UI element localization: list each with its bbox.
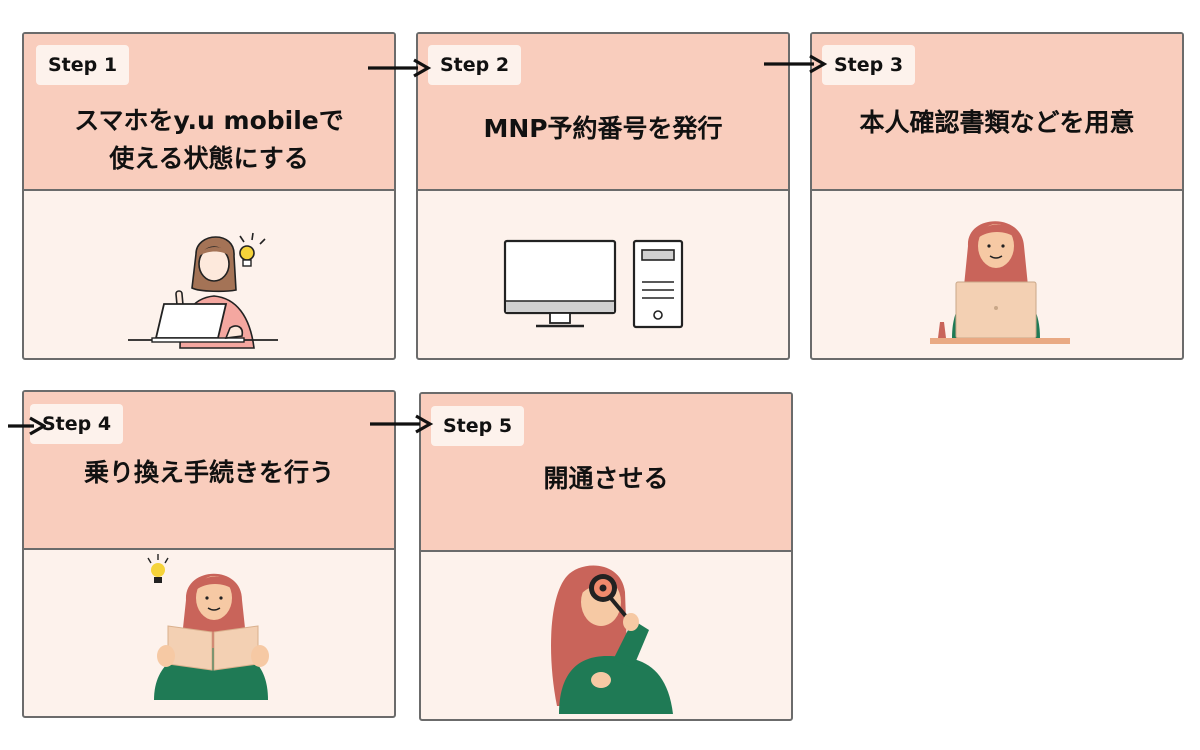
desktop-computer-icon: [503, 239, 684, 329]
arrow-right-icon: [764, 54, 828, 74]
arrow-right-icon: [370, 414, 434, 434]
step-title: 本人確認書類などを用意: [859, 108, 1135, 137]
step-badge: Step 4: [30, 404, 124, 444]
person-reading-lightbulb-icon: [147, 554, 269, 700]
step-title: MNP予約番号を発行: [483, 114, 723, 143]
step-badge: Step 5: [431, 406, 525, 446]
arrow-right-icon: [368, 58, 432, 78]
person-laptop-lightbulb-icon: [128, 232, 278, 349]
step-title: スマホをy.u mobileで 使える状態にする: [74, 106, 344, 173]
step-title: 開通させる: [543, 464, 669, 493]
step-card-1: Step 1 スマホをy.u mobileで 使える状態にする: [22, 32, 396, 360]
step-title: 乗り換え手続きを行う: [83, 458, 334, 487]
step-card-2: Step 2 MNP予約番号を発行: [416, 32, 790, 360]
step-badge: Step 1: [36, 45, 130, 85]
step-card-5: Step 5 開通させる: [419, 392, 793, 721]
arrow-right-icon: [8, 416, 46, 436]
step-badge: Step 3: [822, 45, 916, 85]
step-card-3: Step 3 本人確認書類などを用意: [810, 32, 1184, 360]
step-badge: Step 2: [428, 45, 522, 85]
person-laptop-desk-icon: [930, 221, 1070, 344]
person-magnifier-icon: [551, 565, 673, 714]
step-card-4: Step 4 乗り換え手続きを行う: [22, 390, 396, 718]
